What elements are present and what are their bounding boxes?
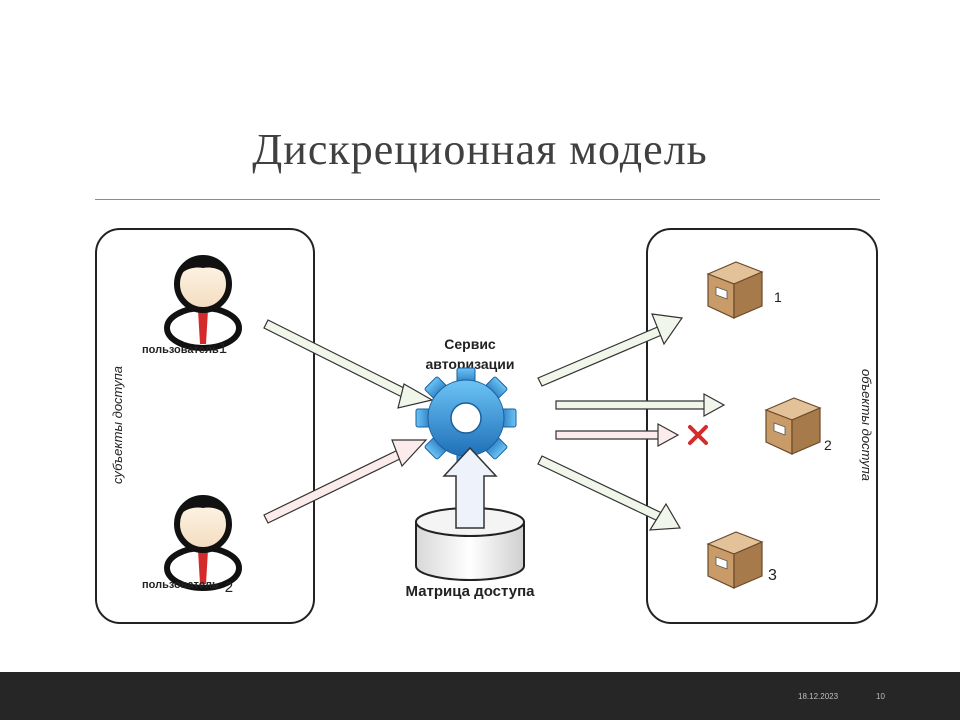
arrow-icon [263, 319, 434, 409]
object-2-number: 2 [824, 437, 832, 453]
object-3-number: 3 [768, 567, 777, 584]
user-icon [167, 258, 239, 348]
arrow-icon [555, 392, 726, 418]
box-icon [765, 397, 821, 455]
box-icon [707, 531, 763, 589]
subject-1-label: пользователь1 [142, 340, 227, 357]
footer-date: 18.12.2023 [798, 692, 839, 701]
denied-x-icon [688, 425, 708, 445]
arrow-icon [537, 313, 684, 387]
arrow-icon [537, 455, 682, 531]
box-icon [707, 261, 763, 319]
subjects-container [95, 228, 315, 624]
service-label-line2: авторизации [426, 356, 515, 372]
user-icon [167, 498, 239, 588]
slide-title: Дискреционная модель [252, 125, 708, 174]
footer-bar [0, 672, 960, 720]
page-number: 10 [876, 692, 885, 701]
objects-container [646, 228, 878, 624]
subjects-group-label: субъекты доступа [110, 366, 125, 484]
arrow-icon [442, 446, 498, 529]
arrow-icon [555, 422, 680, 448]
arrow-icon [263, 439, 428, 524]
object-1-number: 1 [774, 289, 782, 305]
discretionary-model-diagram: субъекты доступа объекты доступа пользов… [95, 228, 878, 624]
matrix-label: Матрица доступа [406, 583, 536, 600]
objects-group-label: объекты доступа [859, 369, 874, 481]
title-divider [95, 199, 880, 200]
service-label-line1: Сервис [444, 336, 496, 352]
